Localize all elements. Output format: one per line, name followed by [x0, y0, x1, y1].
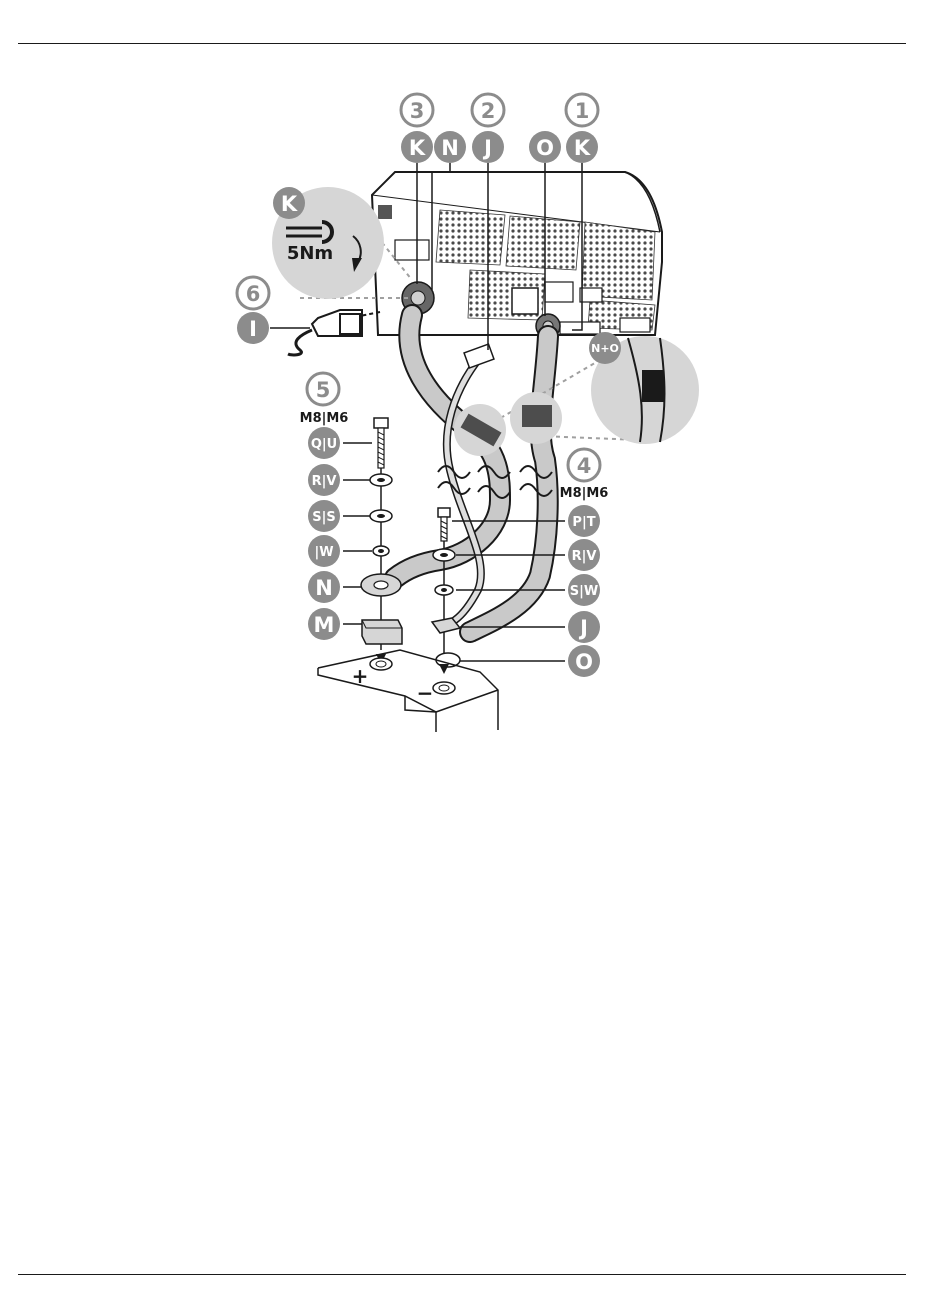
- left-stack-badge-w: |W: [308, 535, 340, 567]
- battery-cables: [395, 315, 559, 632]
- marker-n-o-badge: N+O: [589, 332, 621, 364]
- svg-text:K: K: [574, 136, 591, 160]
- svg-text:K: K: [281, 192, 298, 216]
- svg-text:3: 3: [410, 99, 425, 123]
- left-stack-badge-ss: S|S: [308, 500, 340, 532]
- step-6-badge: 6: [237, 277, 269, 309]
- right-stack-badge-sw: S|W: [568, 574, 600, 606]
- step-3-badge: 3: [401, 94, 433, 126]
- svg-text:N: N: [315, 576, 333, 600]
- positive-fastener-stack: [361, 418, 402, 664]
- battery-plus-sign: +: [352, 664, 369, 688]
- negative-fastener-stack: [432, 508, 460, 674]
- right-stack-size: M8|M6: [560, 486, 609, 501]
- svg-text:N+O: N+O: [591, 342, 619, 355]
- part-o-badge: O: [529, 131, 561, 163]
- left-stack-badge-qu: Q|U: [308, 427, 340, 459]
- svg-text:R|V: R|V: [572, 549, 597, 564]
- right-stack-badge-pt: P|T: [568, 505, 600, 537]
- svg-text:O: O: [536, 136, 554, 160]
- svg-text:4: 4: [577, 454, 592, 478]
- wrench-k-badge: K: [273, 187, 305, 219]
- power-cable-i-badge: I: [237, 312, 269, 344]
- svg-text:5: 5: [316, 378, 331, 402]
- torque-value: 5Nm: [287, 243, 333, 264]
- svg-text:S|S: S|S: [312, 510, 335, 525]
- svg-text:1: 1: [575, 99, 590, 123]
- step-4-badge: 4: [568, 449, 600, 481]
- svg-text:M: M: [314, 613, 335, 637]
- right-stack-badge-o: O: [568, 645, 600, 677]
- svg-text:I: I: [249, 317, 257, 341]
- part-j-badge: J: [472, 131, 504, 163]
- svg-text:O: O: [575, 650, 593, 674]
- step-2-badge: 2: [472, 94, 504, 126]
- left-stack-size: M8|M6: [300, 411, 349, 426]
- svg-text:P|T: P|T: [572, 515, 595, 530]
- battery-minus-sign: −: [417, 681, 434, 705]
- step-5-badge: 5: [307, 373, 339, 405]
- svg-text:6: 6: [246, 282, 261, 306]
- svg-text:R|V: R|V: [312, 474, 337, 489]
- left-stack-badge-m: M: [308, 608, 340, 640]
- left-stack-badge-rv: R|V: [308, 464, 340, 496]
- right-stack-badge-rv: R|V: [568, 539, 600, 571]
- svg-text:J: J: [578, 616, 588, 640]
- right-stack-badge-j: J: [568, 611, 600, 643]
- step-1-badge: 1: [566, 94, 598, 126]
- part-k-badge-left: K: [401, 131, 433, 163]
- svg-text:2: 2: [481, 99, 496, 123]
- left-stack-badge-n: N: [308, 571, 340, 603]
- part-n-badge: N: [434, 131, 466, 163]
- svg-text:Q|U: Q|U: [311, 437, 337, 452]
- svg-text:S|W: S|W: [570, 584, 598, 599]
- power-cord: [270, 310, 380, 355]
- svg-text:|W: |W: [314, 545, 333, 560]
- svg-text:N: N: [441, 136, 459, 160]
- part-k-badge-right: K: [566, 131, 598, 163]
- battery: + −: [318, 650, 498, 732]
- svg-text:K: K: [409, 136, 426, 160]
- svg-text:J: J: [482, 136, 492, 160]
